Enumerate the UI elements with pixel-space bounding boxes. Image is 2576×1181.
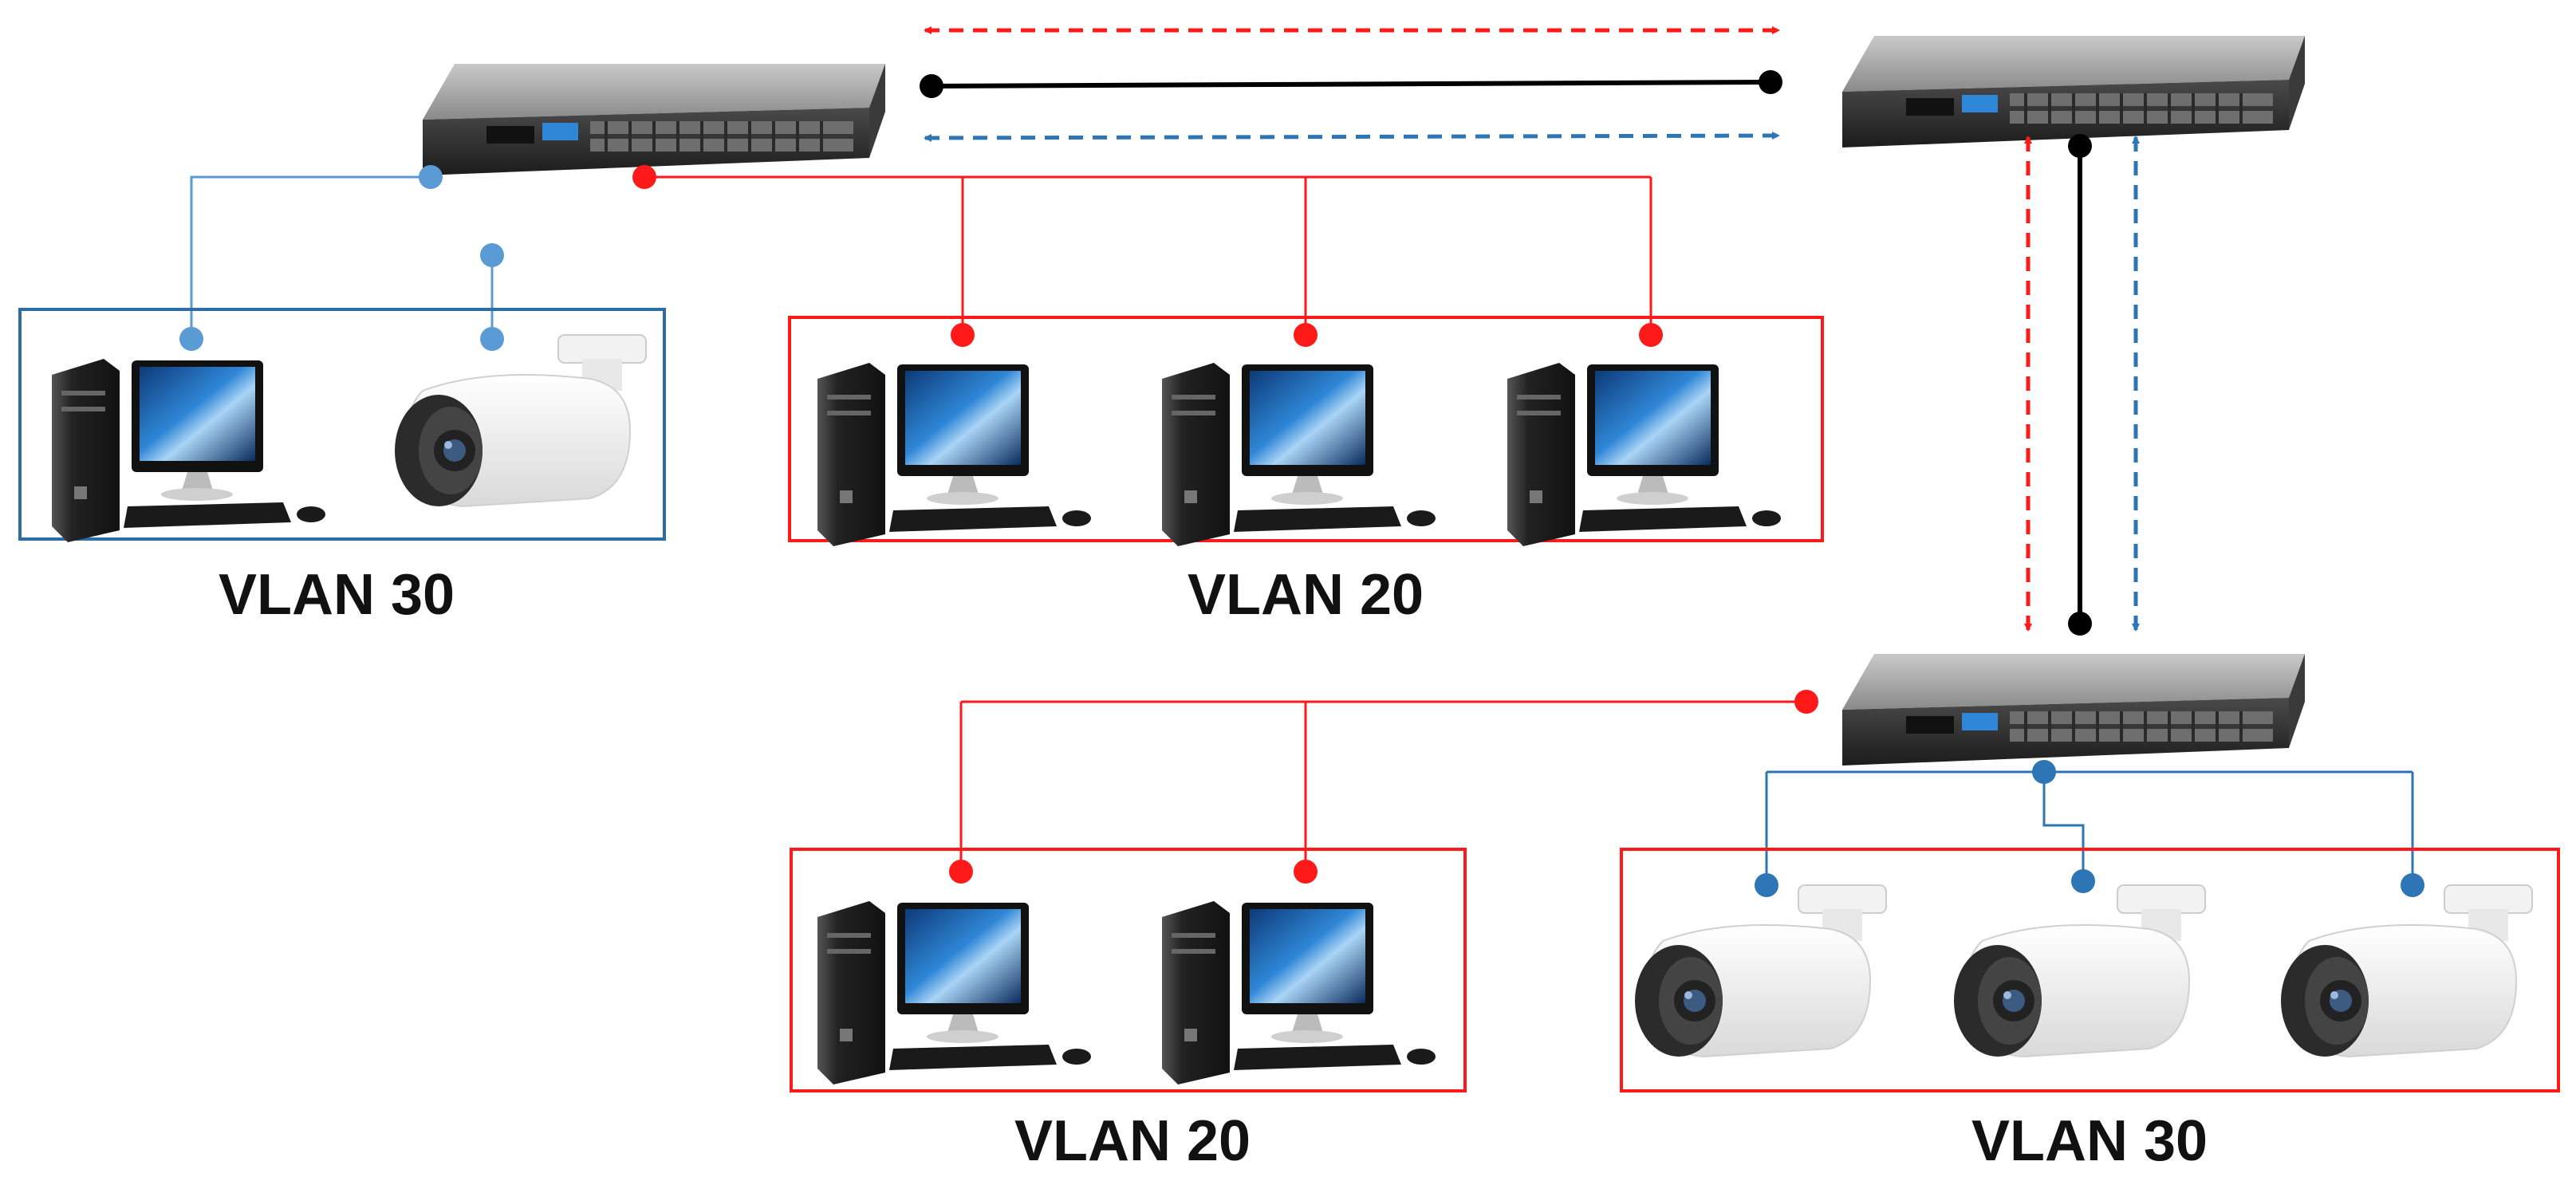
port-dot — [2032, 760, 2056, 784]
trunk-port-dot — [2068, 612, 2092, 636]
desktop-computer-icon — [817, 901, 1091, 1085]
switch-bottom-right — [1841, 652, 2306, 767]
port-dot — [1755, 873, 1778, 897]
vlan-label-top-middle: VLAN 20 — [1188, 563, 1424, 627]
trunk-cable — [931, 80, 1771, 89]
ip-camera-icon — [1953, 884, 2206, 1057]
port-dot — [951, 323, 975, 347]
port-dot — [1294, 860, 1318, 884]
desktop-computer-icon — [1507, 363, 1781, 546]
vlan-label-bottom-right: VLAN 30 — [1971, 1109, 2208, 1173]
switch-top-left — [421, 62, 887, 177]
port-dot — [1294, 323, 1318, 347]
trunk-port-dot — [920, 74, 943, 98]
vlan30-access-links-bottom — [1765, 770, 2414, 885]
ip-camera-icon — [394, 334, 647, 507]
port-dot — [632, 165, 656, 189]
port-dot — [419, 165, 443, 189]
desktop-computer-icon — [1162, 901, 1436, 1085]
port-dot — [949, 860, 973, 884]
vlan-label-top-left: VLAN 30 — [219, 563, 455, 627]
vlan30-group-top — [18, 308, 666, 542]
ip-camera-icon — [1634, 884, 1887, 1057]
trunk-link-horizontal — [920, 26, 1782, 142]
desktop-computer-icon — [1162, 363, 1436, 546]
trunk-port-dot — [2068, 134, 2092, 158]
desktop-computer-icon — [817, 363, 1091, 546]
desktop-computer-icon — [52, 359, 325, 542]
ip-camera-icon — [2280, 884, 2533, 1057]
port-dot — [179, 327, 203, 351]
vlan30-tagged-arrow — [924, 132, 1780, 142]
switch-top-right — [1841, 34, 2306, 149]
vlan-label-bottom-left: VLAN 20 — [1014, 1109, 1251, 1173]
vlan20-group-top — [788, 316, 1824, 546]
port-dot — [1639, 323, 1663, 347]
vlan30-group-bottom — [1620, 848, 2560, 1092]
port-dot — [480, 243, 504, 267]
vlan20-access-links-bottom — [959, 700, 1806, 872]
vlan20-access-links-top — [644, 175, 1652, 335]
vlan30-access-links-top — [190, 175, 494, 339]
port-dot — [2071, 869, 2095, 893]
trunk-port-dot — [1759, 70, 1782, 94]
port-dot — [480, 327, 504, 351]
port-dot — [2401, 873, 2424, 897]
trunk-link-vertical — [2024, 134, 2140, 636]
vlan20-group-bottom — [790, 848, 1467, 1092]
port-dot — [1794, 690, 1818, 714]
